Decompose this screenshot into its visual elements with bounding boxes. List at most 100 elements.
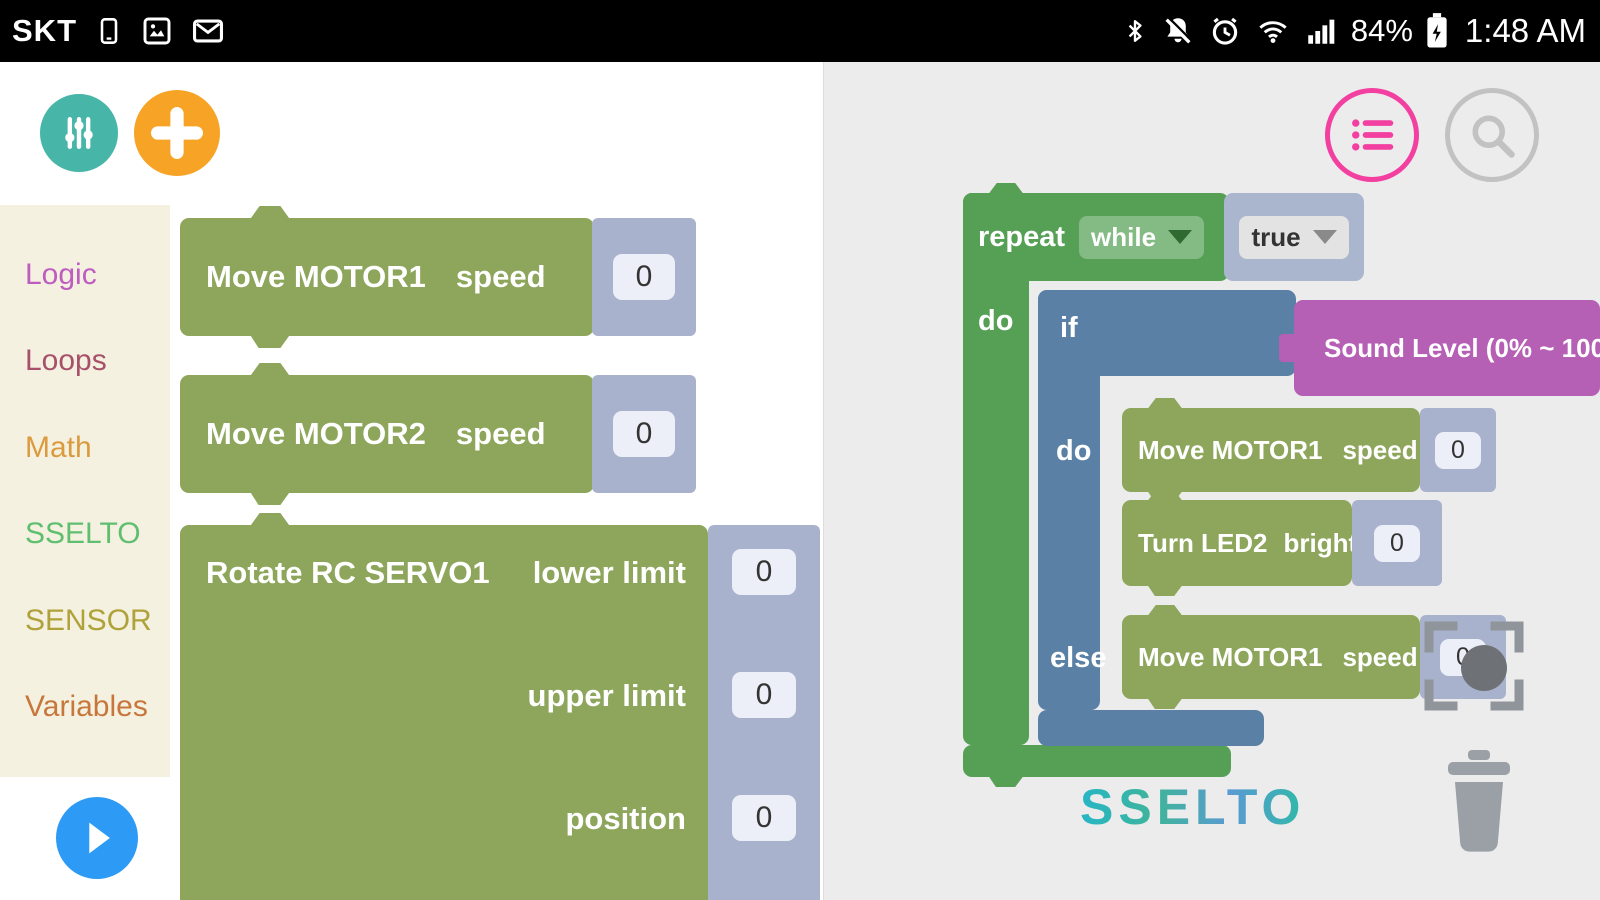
block-title: Sound Level (0% ~ 100 [1324, 332, 1600, 363]
block-arg-label: speed [455, 416, 546, 451]
number-input[interactable]: 0 [732, 795, 796, 841]
block-move-motor1[interactable]: Move MOTOR1 speed [1122, 398, 1420, 502]
block-notch-bottom [988, 776, 1024, 787]
block-turn-led2[interactable]: Turn LED2 bright [1122, 490, 1357, 596]
block-title: Move MOTOR2 [206, 416, 426, 451]
block-notch-bottom [250, 335, 290, 348]
number-input[interactable]: 0 [732, 672, 796, 718]
trash-icon[interactable] [1442, 750, 1516, 854]
boolean-true-block[interactable]: true [1224, 193, 1364, 281]
dropdown-value: true [1251, 221, 1301, 252]
category-variables[interactable]: Variables [25, 690, 148, 724]
search-button[interactable] [1445, 88, 1539, 182]
repeat-block-foot[interactable] [963, 745, 1231, 787]
repeat-while-block[interactable]: repeat while [963, 183, 1229, 281]
block-notch-bottom [250, 492, 290, 505]
block-title: Move MOTOR1 [1138, 641, 1323, 672]
palette-block-move-motor2[interactable]: Move MOTOR2 speed [180, 363, 594, 505]
dropdown-value: while [1091, 221, 1157, 252]
block-arg-label: upper limit [527, 678, 686, 713]
run-button[interactable] [56, 797, 138, 879]
number-input[interactable]: 0 [1435, 431, 1481, 469]
status-right-cluster: 84% 1:48 AM [1122, 12, 1600, 50]
block-notch-top [250, 513, 290, 526]
value-slot[interactable]: 0 [592, 375, 696, 493]
alarm-icon [1212, 17, 1238, 45]
block-notch-top [250, 363, 290, 376]
block-notch-bottom [1147, 585, 1183, 596]
bluetooth-icon [1128, 20, 1142, 42]
block-title: Rotate RC SERVO1 [206, 555, 490, 590]
block-arg-label: lower limit [532, 555, 686, 590]
play-icon [89, 822, 110, 854]
value-slot-column[interactable]: 0 0 0 [708, 525, 820, 900]
if-do-label: do [1056, 435, 1092, 467]
category-sensor[interactable]: SENSOR [25, 603, 152, 637]
mute-icon [1165, 17, 1193, 44]
number-input[interactable]: 0 [613, 411, 675, 457]
list-icon [1352, 119, 1394, 151]
carrier-label: SKT [12, 13, 77, 48]
battery-percent-label: 84% [1350, 13, 1413, 48]
repeat-label: repeat [978, 220, 1066, 253]
value-slot[interactable]: 0 [1420, 408, 1496, 492]
if-block-foot[interactable] [1038, 710, 1264, 746]
plus-icon [151, 107, 203, 159]
if-else-label: else [1050, 642, 1107, 674]
number-input[interactable]: 0 [613, 254, 675, 300]
if-label: if [1060, 312, 1078, 344]
chevron-down-icon [1168, 230, 1193, 244]
add-button[interactable] [134, 90, 220, 176]
capture-frame-icon [1424, 621, 1524, 711]
block-arg-label: position [565, 801, 686, 836]
block-title: Move MOTOR1 [206, 259, 426, 294]
category-math[interactable]: Math [25, 430, 92, 464]
block-notch-top [1147, 398, 1183, 409]
chevron-down-icon [1312, 230, 1337, 244]
block-notch-bottom [1147, 698, 1183, 709]
number-input[interactable]: 0 [1374, 524, 1420, 562]
repeat-block-spine[interactable] [963, 193, 1029, 745]
boolean-dropdown[interactable]: true [1239, 215, 1349, 259]
category-logic[interactable]: Logic [25, 257, 97, 291]
battery-icon [1427, 13, 1447, 48]
palette-block-move-motor1[interactable]: Move MOTOR1 speed [180, 206, 594, 348]
wifi-icon [1259, 21, 1287, 43]
block-move-motor1[interactable]: Move MOTOR1 speed [1122, 605, 1420, 709]
status-left-cluster: SKT [0, 13, 225, 49]
clock-label: 1:48 AM [1464, 12, 1586, 49]
block-arg-label: speed [1342, 434, 1418, 465]
sound-level-block[interactable]: Sound Level (0% ~ 100 [1279, 300, 1600, 396]
block-palette-panel[interactable]: Logic Loops Math SSELTO SENSOR Variables… [0, 62, 824, 900]
toolbox-categories: Logic Loops Math SSELTO SENSOR Variables [0, 205, 170, 777]
block-arg-label: bright [1283, 527, 1358, 558]
block-notch-top [250, 206, 290, 219]
tune-icon [65, 117, 93, 149]
if-else-block[interactable] [1038, 290, 1296, 376]
palette-block-rotate-rc-servo1[interactable]: Rotate RC SERVO1 lower limit upper limit… [180, 513, 708, 900]
number-input[interactable]: 0 [732, 549, 796, 595]
block-title: Move MOTOR1 [1138, 434, 1323, 465]
sselto-logo: SSELTO [1080, 779, 1306, 835]
block-arg-label: speed [455, 259, 546, 294]
message-icon [192, 19, 224, 43]
category-loops[interactable]: Loops [25, 344, 107, 378]
repeat-do-label: do [978, 305, 1014, 337]
workspace-canvas[interactable]: repeat while true do if do else [824, 62, 1600, 900]
block-title: Turn LED2 [1138, 527, 1268, 558]
signal-icon [1308, 19, 1335, 44]
block-notch-top [988, 183, 1024, 194]
value-slot[interactable]: 0 [1352, 500, 1442, 586]
category-sselto[interactable]: SSELTO [25, 517, 141, 551]
block-arg-label: speed [1342, 641, 1418, 672]
tune-button[interactable] [40, 94, 118, 172]
value-plug-tab [1279, 334, 1295, 362]
smartphone-icon [100, 18, 118, 44]
block-list-button[interactable] [1325, 88, 1419, 182]
repeat-mode-dropdown[interactable]: while [1079, 215, 1205, 259]
block-notch-top [1147, 490, 1183, 501]
android-status-bar: SKT 84% 1:48 AM [0, 0, 1600, 62]
gallery-icon [143, 17, 171, 45]
block-notch-top [1147, 605, 1183, 616]
value-slot[interactable]: 0 [592, 218, 696, 336]
